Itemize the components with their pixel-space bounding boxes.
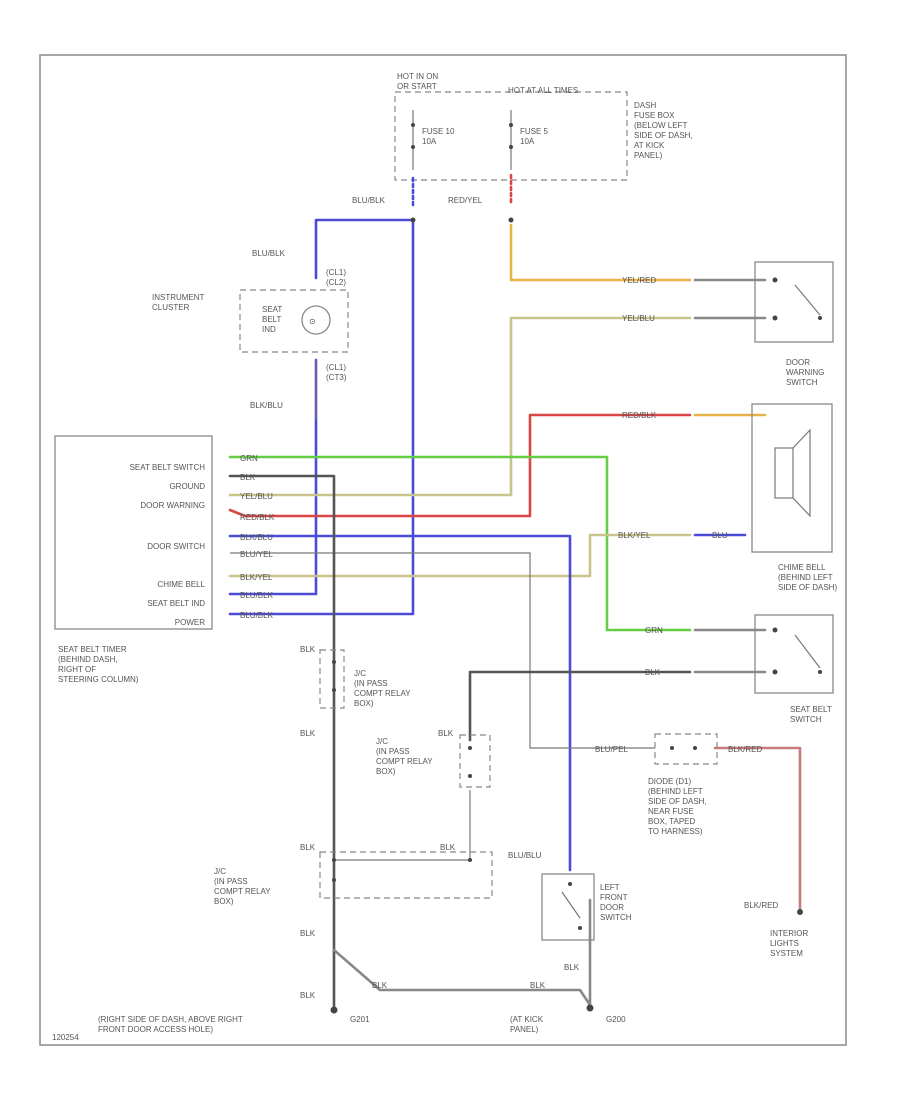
- blk-2-label: BLK: [300, 729, 316, 738]
- g201-label: G201: [350, 1015, 370, 1024]
- blk-1-label: BLK: [300, 645, 316, 654]
- blk-red-end-label: BLK/RED: [744, 901, 778, 910]
- wire-blk-blu: [228, 534, 572, 872]
- blk-blu-cluster-label: BLK/BLU: [250, 401, 283, 410]
- blk-4-label: BLK: [300, 929, 316, 938]
- timer-wire-4: RED/BLK: [240, 513, 275, 522]
- timer-pin-6: SEAT BELT IND: [147, 599, 205, 608]
- blk-6-label: BLK: [372, 981, 388, 990]
- blk-yel-label: BLK/YEL: [618, 531, 651, 540]
- hot-all-label: HOT AT ALL TIMES: [508, 86, 578, 95]
- timer-wire-3: YEL/BLU: [240, 492, 273, 501]
- wire-yel-blu: [228, 316, 692, 497]
- figure-id: 120254: [52, 1033, 79, 1042]
- blu-blk-cluster-label: BLU/BLK: [252, 249, 286, 258]
- timer-wire-5: BLK/BLU: [240, 533, 273, 542]
- timer-wire-2: BLK: [240, 473, 256, 482]
- yel-red-label: YEL/RED: [622, 276, 656, 285]
- g200-label: G200: [606, 1015, 626, 1024]
- wire-grn: [228, 455, 692, 632]
- diagram-frame: [39, 54, 847, 1046]
- timer-pin-7: POWER: [175, 618, 205, 627]
- blk-red-label: BLK/RED: [728, 745, 762, 754]
- cluster-conn-bottom: (CL1)(CT3): [326, 363, 347, 382]
- blk-5-label: BLK: [300, 991, 316, 1000]
- timer-wire-8: BLU/BLK: [240, 591, 274, 600]
- timer-pin-3: DOOR WARNING: [140, 501, 205, 510]
- wire-blk-red: [713, 746, 802, 912]
- timer-pin-2: GROUND: [169, 482, 205, 491]
- grn-label: GRN: [645, 626, 663, 635]
- wire-red-blk: [228, 413, 692, 518]
- blk-3-label: BLK: [300, 843, 316, 852]
- wire-blu-blk: [228, 176, 415, 616]
- red-blk-label: RED/BLK: [622, 411, 657, 420]
- red-yel-top-label: RED/YEL: [448, 196, 483, 205]
- blk-sw-g200-label: BLK: [564, 963, 580, 972]
- wire-yel-red: [509, 223, 692, 282]
- blk-sw-label: BLK: [645, 668, 661, 677]
- timer-wire-1: GRN: [240, 454, 258, 463]
- wire-blk-yel: [228, 533, 692, 578]
- timer-pin-5: CHIME BELL: [157, 580, 205, 589]
- timer-pin-4: DOOR SWITCH: [147, 542, 205, 551]
- timer-wire-6: BLU/YEL: [240, 550, 273, 559]
- blu-label: BLU: [712, 531, 728, 540]
- wire-ground: [228, 474, 336, 1012]
- svg-text:⊙: ⊙: [309, 317, 316, 326]
- blk-7-label: BLK: [530, 981, 546, 990]
- blu-pel-label: BLU/PEL: [595, 745, 628, 754]
- blu-blu-label: BLU/BLU: [508, 851, 542, 860]
- yel-blu-label: YEL/BLU: [622, 314, 655, 323]
- wire-blu-pel: [230, 552, 655, 749]
- timer-wire-7: BLK/YEL: [240, 573, 273, 582]
- cluster-conn-top: (CL1)(CL2): [326, 268, 346, 287]
- blk-8-label: BLK: [438, 729, 454, 738]
- blu-blk-top-label: BLU/BLK: [352, 196, 386, 205]
- seat-belt-timer: SEAT BELT SWITCH GROUND DOOR WARNING DOO…: [54, 435, 275, 684]
- timer-wire-9: BLU/BLK: [240, 611, 274, 620]
- wire-blk-seatbelt: [468, 670, 692, 742]
- timer-pin-1: SEAT BELT SWITCH: [130, 463, 206, 472]
- seat-belt-indicator-icon: [301, 305, 331, 335]
- blk-9-label: BLK: [440, 843, 456, 852]
